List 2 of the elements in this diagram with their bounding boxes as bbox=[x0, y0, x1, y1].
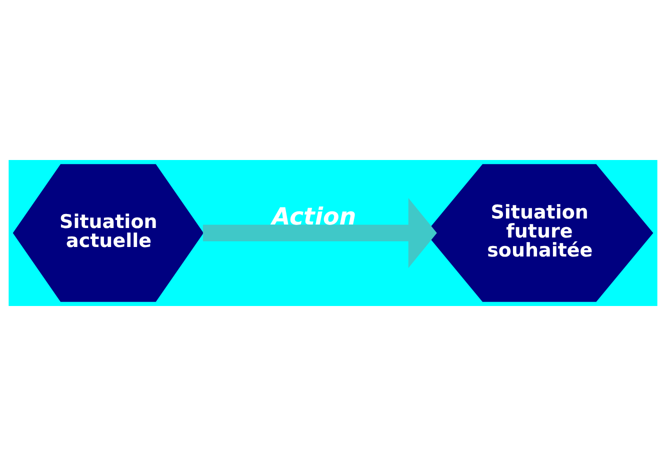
arrow bbox=[202, 198, 437, 268]
edge-label: Action bbox=[272, 202, 356, 230]
